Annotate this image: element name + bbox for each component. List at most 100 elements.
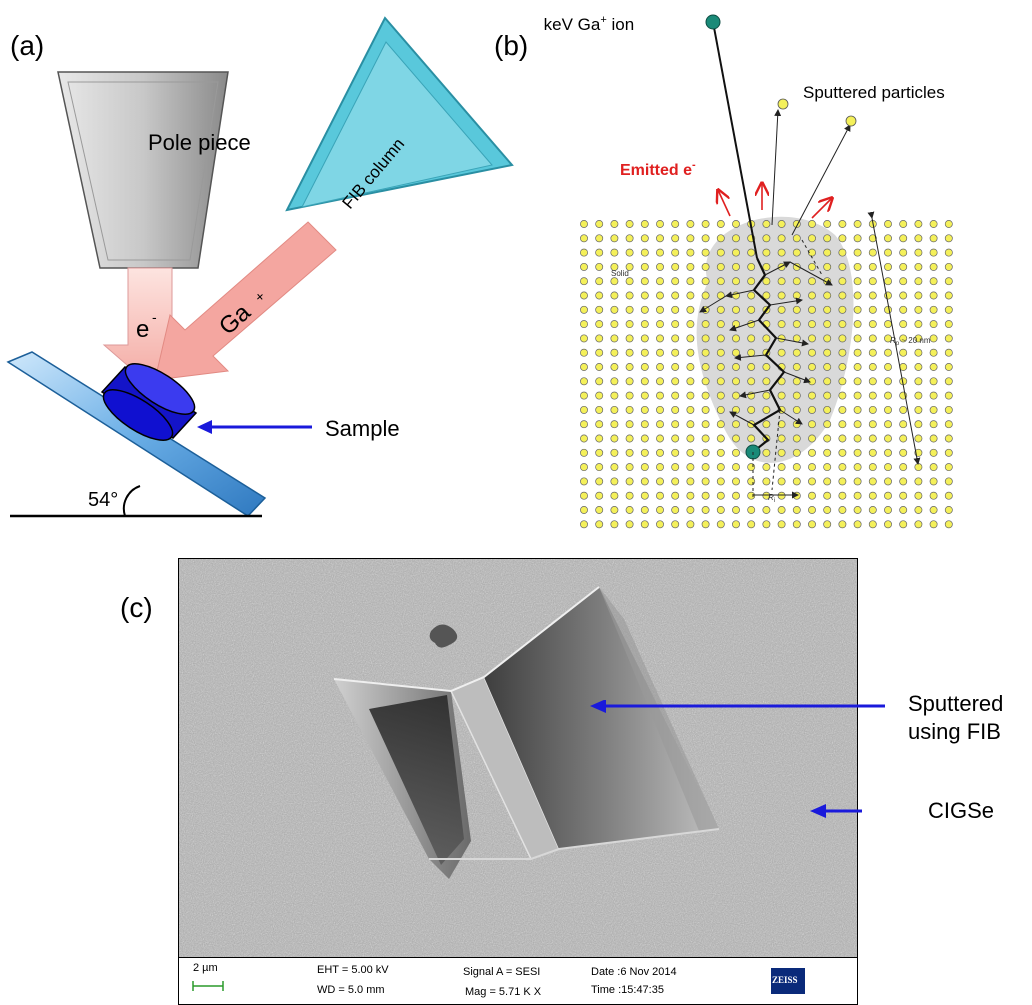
lattice-atom bbox=[671, 405, 680, 414]
lattice-atom bbox=[929, 463, 938, 472]
trench-right-wall bbox=[484, 587, 719, 849]
lattice-atom bbox=[625, 320, 634, 329]
lattice-atom bbox=[580, 477, 588, 486]
lattice-atom bbox=[884, 434, 892, 443]
lattice-atom bbox=[610, 377, 619, 386]
lattice-atom bbox=[671, 363, 680, 371]
lattice-atom bbox=[640, 348, 649, 357]
lattice-atom bbox=[671, 477, 680, 486]
lattice-atom bbox=[762, 277, 771, 286]
lattice-atom bbox=[853, 291, 862, 300]
lattice-atom bbox=[701, 363, 710, 371]
lattice-atom bbox=[716, 477, 725, 486]
lattice-atom bbox=[701, 291, 710, 300]
lattice-atom bbox=[610, 491, 619, 500]
lattice-atom bbox=[701, 262, 710, 271]
lattice-atom bbox=[777, 320, 786, 329]
lattice-atom bbox=[732, 363, 740, 371]
panel-b-diagram: 30 keV Ga+ ion Sputtered particles Emitt… bbox=[540, 14, 953, 529]
lattice-atom bbox=[868, 305, 877, 314]
lattice-atom bbox=[580, 220, 588, 228]
lattice-atom bbox=[595, 234, 604, 243]
lattice-atom bbox=[823, 305, 832, 314]
sputtered-particle bbox=[777, 98, 789, 110]
lattice-atom bbox=[853, 463, 862, 472]
lattice-atom bbox=[929, 520, 938, 529]
incident-ion-marker bbox=[705, 14, 721, 30]
lattice-atom bbox=[686, 434, 695, 443]
lateral-range-label: Ri bbox=[768, 493, 775, 504]
lattice-atom bbox=[853, 520, 862, 529]
lattice-atom bbox=[625, 420, 634, 429]
lattice-atom bbox=[656, 405, 664, 414]
lattice-atom bbox=[580, 234, 588, 243]
lattice-atom bbox=[944, 291, 953, 300]
lattice-atom bbox=[777, 348, 786, 357]
lattice-atom bbox=[580, 448, 588, 457]
lattice-atom bbox=[640, 320, 649, 329]
lattice-atom bbox=[640, 291, 649, 300]
lattice-atom bbox=[640, 434, 649, 443]
lattice-atom bbox=[823, 477, 832, 486]
lattice-atom bbox=[595, 506, 604, 514]
lattice-atom bbox=[792, 520, 801, 529]
lattice-atom bbox=[595, 434, 604, 443]
lattice-atom bbox=[884, 248, 892, 257]
lattice-atom bbox=[686, 377, 695, 386]
lattice-atom bbox=[929, 491, 938, 500]
lattice-atom bbox=[853, 262, 862, 271]
lattice-atom bbox=[595, 248, 604, 257]
lattice-atom bbox=[868, 506, 877, 514]
lattice-atom bbox=[656, 334, 664, 343]
lattice-atom bbox=[808, 506, 816, 514]
lattice-atom bbox=[838, 348, 847, 357]
lattice-atom bbox=[625, 463, 634, 472]
lattice-atom bbox=[671, 491, 680, 500]
lattice-atom bbox=[701, 220, 710, 228]
lattice-atom bbox=[838, 377, 847, 386]
lattice-atom bbox=[929, 334, 938, 343]
lattice-atom bbox=[580, 363, 588, 371]
lattice-atom bbox=[899, 405, 908, 414]
lattice-atom bbox=[944, 377, 953, 386]
lattice-atom bbox=[610, 291, 619, 300]
lattice-atom bbox=[868, 463, 877, 472]
lattice-atom bbox=[944, 262, 953, 271]
lattice-atom bbox=[716, 463, 725, 472]
lattice-atom bbox=[762, 234, 771, 243]
lattice-atom bbox=[671, 348, 680, 357]
projected-range-arrow bbox=[867, 211, 921, 465]
lattice-atom bbox=[823, 363, 832, 371]
lattice-atom bbox=[625, 405, 634, 414]
lattice-atom bbox=[808, 420, 816, 429]
lattice-atom bbox=[595, 291, 604, 300]
lattice-atom bbox=[868, 320, 877, 329]
lattice-atom bbox=[777, 220, 786, 228]
lattice-atom bbox=[853, 405, 862, 414]
electron-sup: - bbox=[152, 309, 157, 325]
sputtered-label: Sputtered using FIB bbox=[908, 691, 1004, 744]
ion-beam-arrow bbox=[154, 221, 337, 381]
lattice-atom bbox=[625, 491, 634, 500]
lattice-atom bbox=[686, 334, 695, 343]
lattice-atom bbox=[732, 377, 740, 386]
lattice-atom bbox=[914, 377, 923, 386]
lattice-atom bbox=[929, 320, 938, 329]
lattice-atom bbox=[899, 348, 908, 357]
lattice-atom bbox=[929, 420, 938, 429]
lattice-atom bbox=[595, 348, 604, 357]
lattice-atom bbox=[686, 234, 695, 243]
lattice-atom bbox=[701, 377, 710, 386]
lattice-atom bbox=[716, 420, 725, 429]
lattice-atom bbox=[914, 234, 923, 243]
panel-c-label: (c) bbox=[120, 592, 153, 623]
lattice-atom bbox=[595, 463, 604, 472]
lattice-atom bbox=[656, 520, 664, 529]
lattice-atom bbox=[853, 348, 862, 357]
lattice-atom bbox=[929, 405, 938, 414]
lattice-atom bbox=[914, 434, 923, 443]
lattice-atom bbox=[580, 491, 588, 500]
lattice-atom bbox=[853, 320, 862, 329]
lattice-atom bbox=[808, 248, 816, 257]
angle-label: 54° bbox=[88, 489, 118, 511]
